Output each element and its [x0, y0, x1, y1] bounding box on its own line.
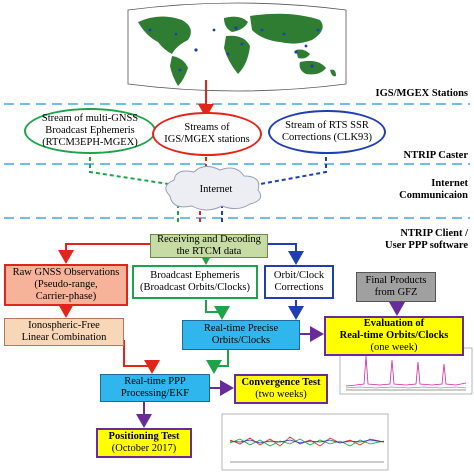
box-rtppp-line2: Processing/EKF: [120, 388, 190, 399]
ellipse-left-line2: Broadcast Ephemeris: [45, 125, 135, 136]
ellipse-right-line1: Stream of RTS SSR: [285, 120, 369, 131]
box-rtprecise-line1: Real-time Precise: [203, 323, 279, 334]
box-convergence-line1: Convergence Test: [241, 377, 321, 388]
world-map-icon: [127, 2, 347, 92]
layer-label-client: NTRIP Client / User PPP software: [385, 228, 468, 252]
ellipse-right-line2: Corrections (CLK93): [281, 132, 373, 143]
cloud-label: Internet: [199, 184, 233, 195]
ellipse-middle-line2: IGS/MGEX stations: [164, 134, 250, 145]
box-broadcast-ephemeris: Broadcast Ephemeris (Broadcast Orbits/Cl…: [132, 265, 258, 299]
box-raw-line1: Raw GNSS Observations: [12, 267, 120, 278]
box-positioning-line2: (October 2017): [111, 443, 177, 454]
layer-label-internet-line1: Internet: [431, 178, 468, 189]
box-ionofree-line2: Linear Combination: [21, 332, 107, 343]
box-raw-observations: Raw GNSS Observations (Pseudo-range, Car…: [4, 264, 128, 306]
ellipse-left-line1: Stream of multi-GNSS: [41, 113, 139, 124]
box-evaluation: Evaluation of Real-time Orbits/Clocks (o…: [324, 316, 464, 356]
box-rtppp-line1: Real-time PPP: [124, 376, 186, 387]
box-evaluation-line2: Real-time Orbits/Clocks: [339, 330, 449, 341]
box-ionospheric-free: Ionospheric-Free Linear Combination: [4, 318, 124, 346]
box-orbit-clock-corrections: Orbit/Clock Corrections: [264, 265, 334, 299]
ellipse-igs-mgex-streams: Streams of IGS/MGEX stations: [152, 112, 262, 156]
layer-separators: [4, 103, 470, 219]
connectors: [58, 80, 405, 428]
layer-label-client-line2: User PPP software: [384, 240, 468, 251]
box-orbitclock-line2: Corrections: [274, 282, 324, 293]
ellipse-left-line3: (RTCM3EPH-MGEX): [42, 137, 138, 148]
box-final-line1: Final Products: [365, 275, 427, 286]
box-broadcast-line1: Broadcast Ephemeris: [150, 270, 240, 281]
box-final-line2: from GFZ: [374, 287, 418, 298]
box-positioning-line1: Positioning Test: [108, 431, 180, 442]
box-raw-line2: (Pseudo-range,: [34, 279, 98, 290]
box-evaluation-line3: (one week): [370, 342, 418, 353]
box-final-products: Final Products from GFZ: [356, 272, 436, 302]
box-realtime-precise: Real-time Precise Orbits/Clocks: [182, 320, 300, 350]
box-receive-line2: the RTCM data: [176, 246, 242, 257]
box-positioning-test: Positioning Test (October 2017): [96, 428, 192, 458]
ellipse-broadcast-ephemeris-stream: Stream of multi-GNSS Broadcast Ephemeris…: [24, 108, 156, 154]
layer-label-client-line1: NTRIP Client /: [400, 228, 468, 239]
box-orbitclock-line1: Orbit/Clock: [273, 270, 325, 281]
box-broadcast-line2: (Broadcast Orbits/Clocks): [140, 282, 250, 293]
box-receive-line1: Receiving and Decoding: [157, 234, 261, 245]
ellipse-rts-ssr-stream: Stream of RTS SSR Corrections (CLK93): [268, 110, 386, 154]
box-evaluation-line1: Evaluation of: [363, 318, 425, 329]
internet-cloud: [165, 166, 262, 211]
box-rtprecise-line2: Orbits/Clocks: [211, 335, 271, 346]
box-convergence-test: Convergence Test (two weeks): [234, 374, 328, 404]
box-receive-decode: Receiving and Decoding the RTCM data: [150, 234, 268, 258]
box-convergence-line2: (two weeks): [255, 389, 307, 400]
layer-label-caster: NTRIP Caster: [403, 150, 468, 161]
ellipse-middle-line1: Streams of: [184, 122, 230, 133]
positioning-error-chart-icon: [221, 413, 389, 471]
layer-label-igs: IGS/MGEX Stations: [375, 88, 468, 99]
box-realtime-ppp: Real-time PPP Processing/EKF: [100, 374, 210, 402]
box-raw-line3: Carrier-phase): [35, 291, 97, 302]
layer-label-internet: Internet Communicaion: [399, 178, 468, 202]
layer-label-internet-line2: Communicaion: [399, 190, 468, 201]
box-ionofree-line1: Ionospheric-Free: [28, 320, 100, 331]
